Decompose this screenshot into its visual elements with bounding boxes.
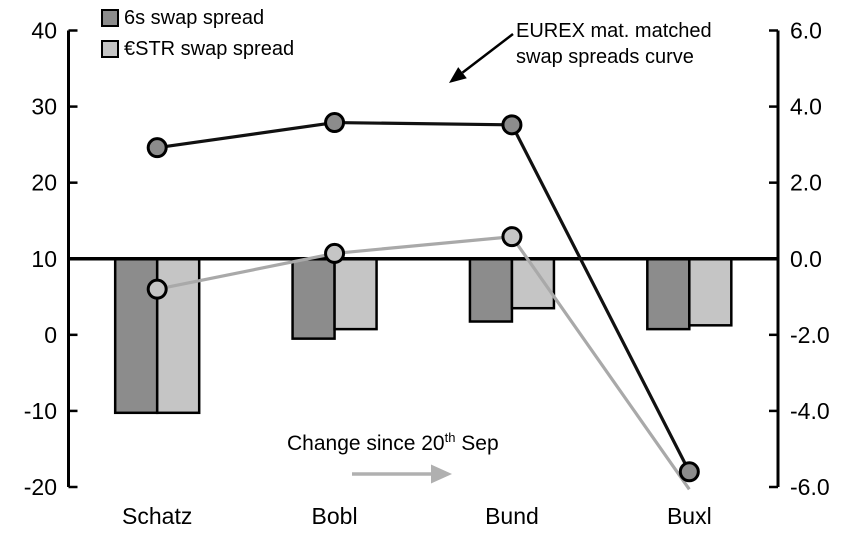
bar-bobl-s1 — [333, 257, 378, 331]
legend-swatch-estr-icon — [101, 40, 119, 58]
marker-bund — [501, 226, 523, 248]
category-label-buxl: Buxl — [667, 503, 712, 529]
left-axis: 40 30 20 10 0 -10 -20 — [24, 18, 78, 500]
right-axis: 6.0 4.0 2.0 0.0 -2.0 -4.0 -6.0 — [769, 18, 830, 500]
category-label-schatz: Schatz — [122, 503, 192, 529]
marker-bobl — [324, 112, 346, 134]
right-axis-label: 4.0 — [790, 94, 822, 120]
change-arrow-head-icon — [431, 464, 452, 484]
left-axis-label: 10 — [31, 246, 57, 272]
left-axis-label: 40 — [31, 18, 57, 44]
change-annotation-superscript: th — [444, 430, 456, 445]
legend-label-estr: €STR swap spread — [124, 38, 295, 60]
right-axis-label: 0.0 — [790, 246, 822, 272]
marker-schatz — [146, 137, 168, 159]
line-estr — [156, 235, 691, 491]
left-axis-label: 20 — [31, 170, 57, 196]
curve-arrow-head-icon — [449, 67, 467, 83]
x-axis-labels: Schatz Bobl Bund Buxl — [122, 503, 712, 529]
marker-bund — [501, 114, 523, 136]
right-axis-label: 2.0 — [790, 170, 822, 196]
marker-bobl — [324, 242, 346, 264]
right-axis-label: 6.0 — [790, 18, 822, 44]
bar-buxl-s1 — [688, 257, 733, 327]
legend-swatch-6s-icon — [101, 9, 119, 27]
change-annotation-prefix: Change since 20 — [287, 432, 445, 455]
category-label-bund: Bund — [485, 503, 539, 529]
curve-annotation: EUREX mat. matched swap spreads curve — [516, 18, 712, 70]
legend-label-6s: 6s swap spread — [124, 7, 265, 29]
change-annotation-suffix: Sep — [455, 432, 499, 455]
curve-annotation-line1: EUREX mat. matched — [516, 20, 712, 42]
marker-buxl — [678, 461, 700, 483]
bar-series-1 — [155, 257, 733, 415]
curve-arrow-line — [461, 33, 514, 74]
right-axis-label: -4.0 — [790, 398, 830, 424]
marker-schatz — [146, 278, 168, 300]
bar-buxl-s0 — [646, 257, 691, 331]
annotation-arrows — [352, 33, 514, 484]
curve-annotation-line2: swap spreads curve — [516, 46, 694, 68]
left-axis-label: -20 — [24, 474, 57, 500]
right-axis-label: -2.0 — [790, 322, 830, 348]
legend-item-estr: €STR swap spread — [101, 39, 294, 59]
line-series — [146, 112, 700, 491]
left-axis-label: 30 — [31, 94, 57, 120]
legend-item-6s: 6s swap spread — [101, 8, 294, 28]
left-axis-label: -10 — [24, 398, 57, 424]
line-6s — [156, 120, 691, 473]
change-annotation: Change since 20th Sep — [287, 430, 499, 456]
bar-bund-s0 — [468, 257, 514, 323]
category-label-bobl: Bobl — [312, 503, 358, 529]
bar-bobl-s0 — [291, 257, 336, 340]
left-axis-label: 0 — [44, 322, 57, 348]
legend: 6s swap spread €STR swap spread — [101, 8, 294, 59]
right-axis-label: -6.0 — [790, 474, 830, 500]
